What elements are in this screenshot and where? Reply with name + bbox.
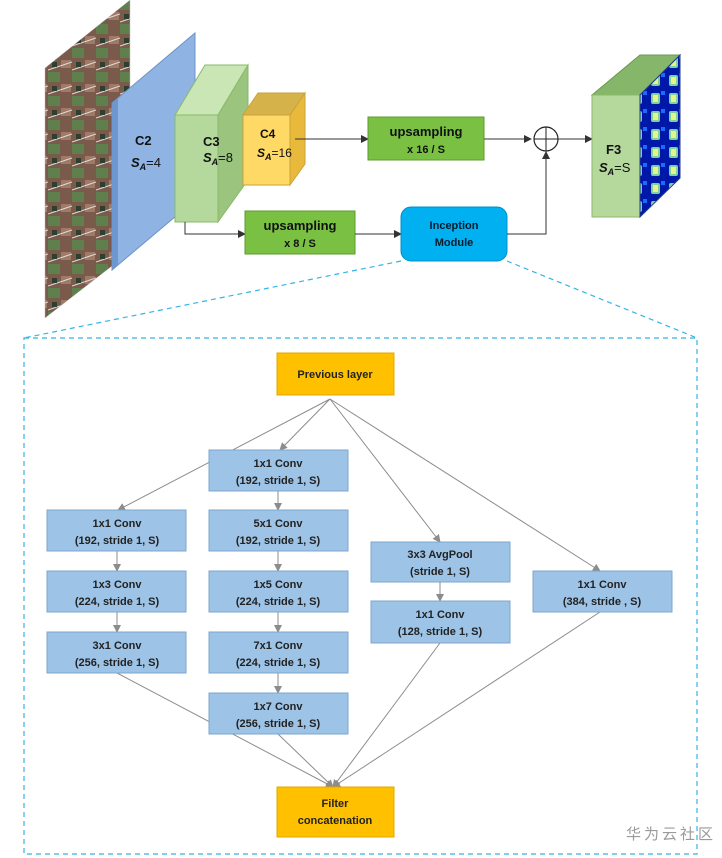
- branch2-conv-box-1: 5x1 Conv (192, stride 1, S): [208, 509, 349, 552]
- conv-label-line1: 1x1 Conv: [93, 518, 143, 530]
- c2-scale-symbol: S: [131, 155, 140, 170]
- conv-label-line2: (256, stride 1, S): [75, 657, 160, 669]
- conv-label-line2: (192, stride 1, S): [236, 535, 321, 547]
- svg-text:SA=4: SA=4: [131, 155, 161, 172]
- filter-concat-line2: concatenation: [298, 815, 373, 827]
- c2-scale-value: =4: [146, 155, 161, 170]
- branch2-conv-box-4: 1x7 Conv (256, stride 1, S): [208, 692, 349, 735]
- conv-label-line1: 1x1 Conv: [416, 609, 466, 621]
- c4-scale-sub: A: [264, 152, 272, 162]
- c3-label: C3: [203, 134, 220, 149]
- branch1-conv-box-2: 1x3 Conv (224, stride 1, S): [46, 570, 187, 613]
- inception-module-box: Inception Module: [400, 206, 508, 262]
- branch1-conv-box-3: 3x1 Conv (256, stride 1, S): [46, 631, 187, 674]
- c3-scale-symbol: S: [203, 150, 212, 165]
- c4-scale-value: =16: [272, 146, 293, 160]
- c2-feature-block: C2 SA=4: [111, 31, 196, 272]
- f3-output-block: F3 SA=S: [590, 53, 682, 219]
- filter-concat-line1: Filter: [322, 798, 350, 810]
- inception-zoom-frame: [23, 260, 698, 855]
- upsampling-x8-factor: x 8 / S: [284, 238, 316, 250]
- conv-label-line1: 1x3 Conv: [93, 579, 143, 591]
- conv-label-line2: (192, stride 1, S): [75, 535, 160, 547]
- inception-line2: Module: [435, 237, 474, 249]
- conv-label-line1: 1x1 Conv: [254, 458, 304, 470]
- conv-label-line2: (384, stride , S): [563, 596, 642, 608]
- branch2-conv-box-3: 7x1 Conv (224, stride 1, S): [208, 631, 349, 674]
- c2-label: C2: [135, 133, 152, 148]
- branch1-conv-box-1: 1x1 Conv (192, stride 1, S): [46, 509, 187, 552]
- branch3-avgpool-box: 3x3 AvgPool (stride 1, S): [370, 541, 511, 583]
- upsampling-x16-factor: x 16 / S: [407, 144, 445, 156]
- c4-scale-symbol: S: [257, 146, 265, 160]
- upsampling-x16-box: upsampling x 16 / S: [367, 116, 485, 161]
- conv-label-line2: (128, stride 1, S): [398, 626, 483, 638]
- branch4-conv-box: 1x1 Conv (384, stride , S): [532, 570, 673, 613]
- conv-label-line1: 5x1 Conv: [254, 518, 304, 530]
- branch2-conv-box-2: 1x5 Conv (224, stride 1, S): [208, 570, 349, 613]
- conv-label-line2: (224, stride 1, S): [236, 596, 321, 608]
- conv-label-line1: 1x1 Conv: [578, 579, 628, 591]
- branch3-conv-box: 1x1 Conv (128, stride 1, S): [370, 600, 511, 644]
- c2-scale-sub: A: [139, 162, 147, 172]
- c3-feature-block: C3 SA=8: [174, 63, 249, 224]
- upsampling-x8-box: upsampling x 8 / S: [244, 210, 356, 255]
- c3-scale-value: =8: [218, 150, 233, 165]
- conv-label-line2: (224, stride 1, S): [236, 657, 321, 669]
- f3-scale-value: =S: [614, 160, 631, 175]
- conv-label-line1: 3x1 Conv: [93, 640, 143, 652]
- f3-scale-symbol: S: [599, 160, 608, 175]
- sum-node: [533, 126, 559, 152]
- f3-label: F3: [606, 142, 621, 157]
- inception-connectors: [113, 398, 601, 788]
- svg-text:SA=S: SA=S: [599, 160, 631, 177]
- conv-label-line2: (256, stride 1, S): [236, 718, 321, 730]
- inception-line1: Inception: [430, 220, 479, 232]
- svg-text:SA=8: SA=8: [203, 150, 233, 167]
- conv-label-line1: 3x3 AvgPool: [407, 549, 472, 561]
- branch2-head-conv-box: 1x1 Conv (192, stride 1, S): [208, 449, 349, 492]
- watermark-text: 华为云社区: [625, 825, 716, 843]
- conv-label-line1: 1x7 Conv: [254, 701, 304, 713]
- previous-layer-box: Previous layer: [276, 352, 395, 396]
- upsampling-x16-title: upsampling: [390, 124, 463, 139]
- conv-label-line1: 7x1 Conv: [254, 640, 304, 652]
- c4-label: C4: [260, 127, 276, 141]
- svg-text:SA=16: SA=16: [257, 146, 292, 162]
- conv-label-line2: (192, stride 1, S): [236, 475, 321, 487]
- c3-scale-sub: A: [211, 157, 219, 167]
- upsampling-x8-title: upsampling: [264, 218, 337, 233]
- f3-scale-sub: A: [607, 167, 615, 177]
- previous-layer-label: Previous layer: [297, 369, 373, 381]
- conv-label-line2: (224, stride 1, S): [75, 596, 160, 608]
- conv-label-line1: 1x5 Conv: [254, 579, 304, 591]
- conv-label-line2: (stride 1, S): [410, 566, 470, 578]
- filter-concatenation-box: Filter concatenation: [276, 786, 395, 838]
